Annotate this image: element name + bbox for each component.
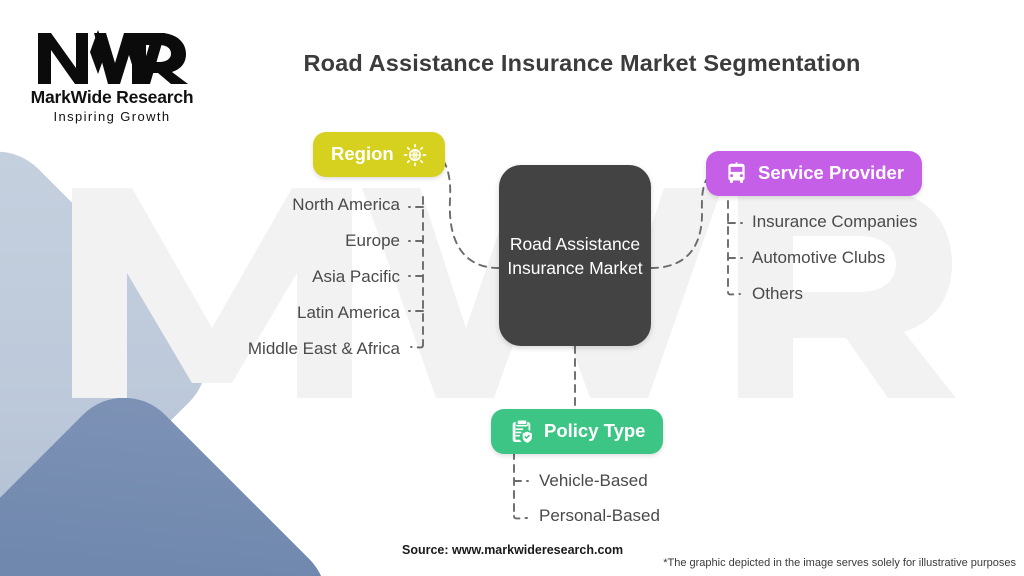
branch-label-region: Region xyxy=(331,143,394,164)
branch-label-service-provider: Service Provider xyxy=(758,162,905,183)
leaf-item: Vehicle-Based xyxy=(539,471,648,490)
connector-center-region xyxy=(433,153,500,269)
leaf-item: Others xyxy=(752,284,804,303)
globe-icon xyxy=(403,143,427,167)
branch-pill-region[interactable]: Region xyxy=(313,132,445,177)
leaf-list-service-provider: Insurance Companies Automotive Clubs Oth… xyxy=(752,212,917,320)
connector-region-item-4 xyxy=(410,344,424,349)
leaf-item: Latin America xyxy=(297,303,400,322)
connector-service-item-2 xyxy=(727,291,741,296)
branch-pill-service-provider[interactable]: Service Provider xyxy=(706,151,923,196)
logo-name: MarkWide Research xyxy=(30,87,194,107)
leaf-list-region: North America Europe Asia Pacific Latin … xyxy=(60,195,400,375)
clipboard-check-icon xyxy=(509,419,535,445)
branch-label-policy-type: Policy Type xyxy=(544,420,646,441)
connector-center-service xyxy=(650,173,715,269)
connector-policy-item-1 xyxy=(513,515,528,520)
decorative-square-dark xyxy=(0,373,351,576)
brand-logo: MarkWide Research Inspiring Growth xyxy=(24,30,200,124)
leaf-item: Europe xyxy=(345,231,400,250)
disclaimer-note: *The graphic depicted in the image serve… xyxy=(663,557,1016,569)
leaf-item: Asia Pacific xyxy=(312,267,400,286)
logo-tagline: Inspiring Growth xyxy=(53,109,171,124)
leaf-item: North America xyxy=(292,195,400,214)
leaf-list-policy-type: Vehicle-Based Personal-Based xyxy=(539,471,660,541)
leaf-item: Insurance Companies xyxy=(752,212,918,231)
center-node: Road Assistance Insurance Market xyxy=(499,165,651,346)
leaf-item: Personal-Based xyxy=(539,506,660,525)
mwr-logo-mark xyxy=(38,30,188,84)
leaf-item: Middle East & Africa xyxy=(247,339,400,358)
page-title: Road Assistance Insurance Market Segment… xyxy=(303,50,861,76)
leaf-item: Automotive Clubs xyxy=(752,248,886,267)
branch-pill-policy-type[interactable]: Policy Type xyxy=(491,409,664,454)
source-note: Source: www.markwideresearch.com xyxy=(402,543,624,557)
center-node-label: Road Assistance Insurance Market xyxy=(507,233,643,278)
bus-icon xyxy=(724,161,749,186)
